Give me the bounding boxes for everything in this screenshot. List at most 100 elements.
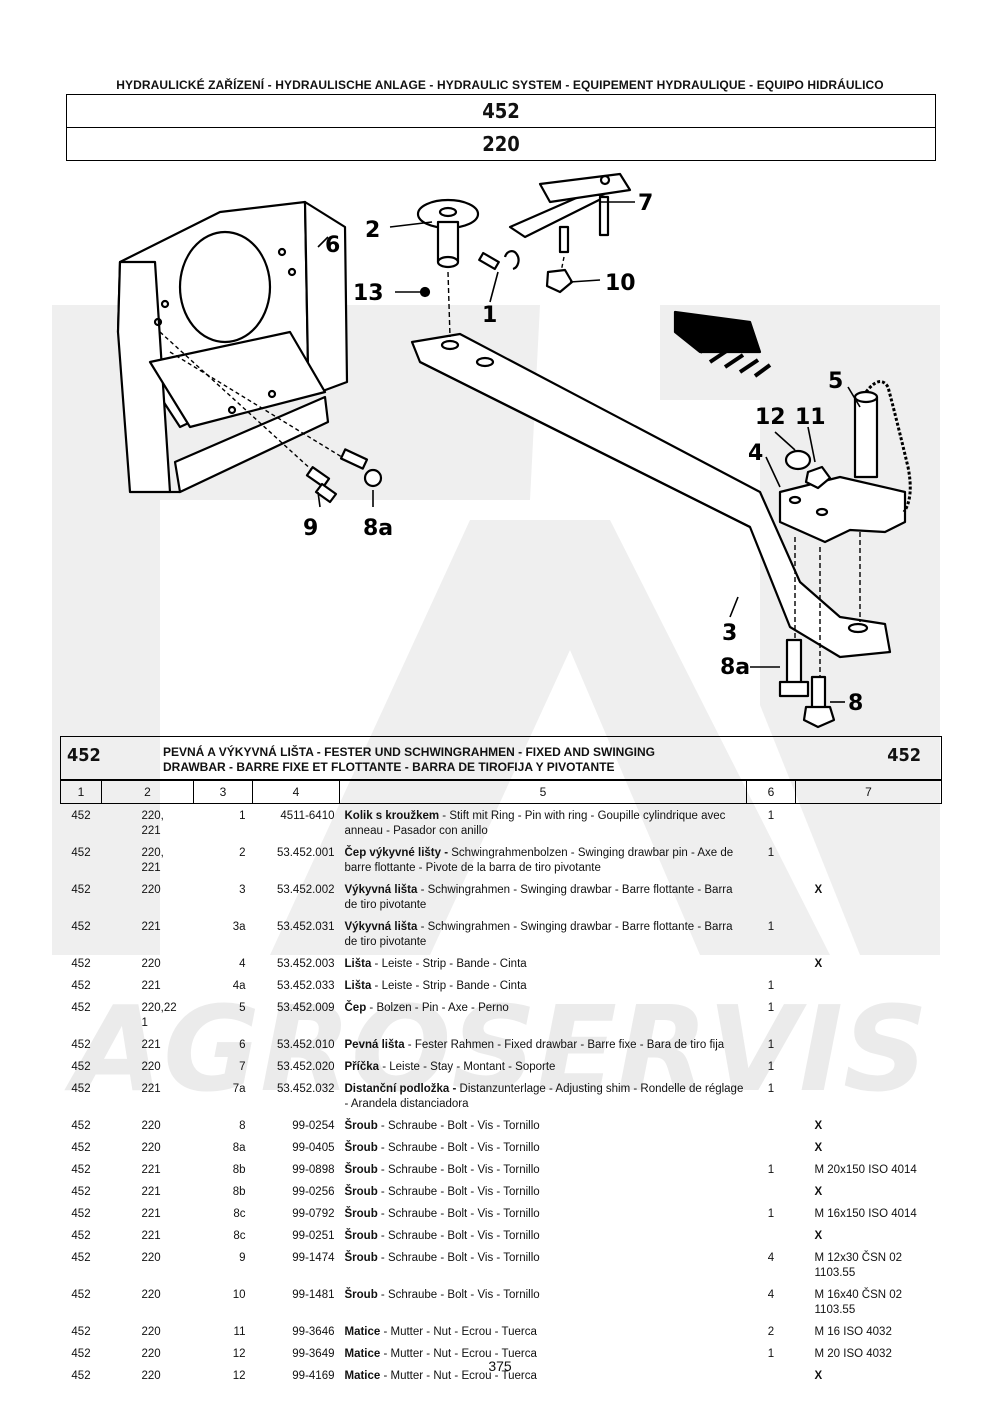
note-cell — [796, 996, 942, 1033]
part-description: - Schraube - Bolt - Vis - Tornillo — [377, 1252, 540, 1264]
section-number-right: 452 — [887, 745, 921, 766]
callout-3: 3 — [722, 621, 737, 646]
part-number-cell: 53.452.032 — [276, 1083, 335, 1095]
callout-10: 9 — [303, 516, 318, 541]
position-cell: 8a — [232, 1142, 246, 1154]
description-cell: Kolik s kroužkem - Stift mit Ring - Pin … — [340, 804, 747, 842]
part-name: Šroub — [344, 1230, 378, 1242]
fixed-frame-part — [116, 200, 349, 494]
note-cell: M 20x150 ISO 4014 — [814, 1164, 917, 1176]
description-cell: Výkyvná lišta - Schwingrahmen - Swinging… — [340, 915, 747, 952]
quantity-cell — [747, 1114, 796, 1136]
model-cell: 221 — [141, 1230, 161, 1242]
header-box: 452 220 — [66, 94, 936, 161]
description-cell: Pevná lišta - Fester Rahmen - Fixed draw… — [340, 1033, 747, 1055]
position-cell: 8c — [233, 1230, 246, 1242]
part-description: - Mutter - Nut - Ecrou - Tuerca — [380, 1326, 537, 1338]
description-cell: Šroub - Schraube - Bolt - Vis - Tornillo — [340, 1246, 747, 1283]
part-description: Distanzunterlage - Adjusting shim - Rond… — [344, 1083, 744, 1110]
callout-4: 4 — [748, 441, 763, 466]
callout-8: 8 — [848, 691, 863, 716]
group-cell: 452 — [71, 1186, 91, 1198]
part-number-cell: 99-0251 — [292, 1230, 335, 1242]
column-header: 7 — [795, 780, 942, 804]
part-name: Výkyvná lišta — [344, 884, 418, 896]
part-description: - Schraube - Bolt - Vis - Tornillo — [377, 1120, 540, 1132]
note-cell: X — [814, 1142, 823, 1154]
description-cell: Matice - Mutter - Nut - Ecrou - Tuerca — [340, 1342, 747, 1364]
quantity-cell: 1 — [767, 847, 775, 859]
group-cell: 452 — [71, 1230, 91, 1242]
pin-5-part — [853, 380, 912, 513]
group-cell: 452 — [71, 921, 91, 933]
column-header: 6 — [746, 780, 796, 804]
part-name: Šroub — [344, 1120, 378, 1132]
section-number-left: 452 — [67, 745, 101, 766]
note-cell: M 16 ISO 4032 — [814, 1326, 892, 1338]
callout-11: 10 — [605, 271, 636, 296]
model-cell: 220 — [141, 1061, 161, 1073]
description-cell: Šroub - Schraube - Bolt - Vis - Tornillo — [340, 1224, 747, 1246]
quantity-cell: 1 — [767, 921, 775, 933]
part-name: Matice — [344, 1326, 381, 1338]
quantity-cell — [747, 1180, 796, 1202]
quantity-cell: 4 — [767, 1252, 775, 1264]
group-cell: 452 — [71, 884, 91, 896]
note-cell: M 12x30 ČSN 02 1103.55 — [814, 1252, 903, 1279]
part-number-cell: 53.452.020 — [276, 1061, 335, 1073]
part-name: Čep — [344, 1002, 367, 1014]
description-cell: Matice - Mutter - Nut - Ecrou - Tuerca — [340, 1364, 747, 1386]
swinging-drawbar-part — [410, 332, 892, 659]
group-cell: 452 — [71, 1061, 91, 1073]
part-description: - Mutter - Nut - Ecrou - Tuerca — [380, 1348, 537, 1360]
part-number-cell: 53.452.033 — [276, 980, 335, 992]
position-cell: 12 — [232, 1348, 246, 1360]
model-cell: 220 — [141, 1252, 161, 1264]
description-cell: Čep - Bolzen - Pin - Axe - Perno — [340, 996, 747, 1033]
quantity-cell: 1 — [767, 1002, 775, 1014]
part-description: - Leiste - Strip - Bande - Cinta — [371, 980, 527, 992]
model-cell: 220, 221 — [141, 847, 164, 874]
description-cell: Lišta - Leiste - Strip - Bande - Cinta — [340, 952, 747, 974]
part-number-cell: 53.452.003 — [276, 958, 335, 970]
part-description: - Schraube - Bolt - Vis - Tornillo — [377, 1289, 540, 1301]
quantity-cell: 1 — [767, 1208, 775, 1220]
description-cell: Výkyvná lišta - Schwingrahmen - Swinging… — [340, 878, 747, 915]
group-number: 452 — [482, 99, 520, 123]
note-cell — [796, 1033, 942, 1055]
group-cell: 452 — [71, 1208, 91, 1220]
part-number-cell: 99-0792 — [292, 1208, 335, 1220]
note-cell: X — [814, 884, 823, 896]
group-cell: 452 — [71, 958, 91, 970]
part-name: Lišta — [344, 958, 372, 970]
position-cell: 7 — [239, 1061, 246, 1073]
part-name: Šroub — [344, 1208, 378, 1220]
part-name: Matice — [344, 1348, 381, 1360]
group-cell: 452 — [71, 1164, 91, 1176]
model-cell: 220 — [141, 1370, 161, 1382]
section-title-box: 452 PEVNÁ A VÝKYVNÁ LIŠTA - FESTER UND S… — [60, 736, 942, 780]
description-cell: Šroub - Schraube - Bolt - Vis - Tornillo — [340, 1202, 747, 1224]
note-cell: M 16x150 ISO 4014 — [814, 1208, 917, 1220]
bolt-9-part — [339, 448, 383, 488]
position-cell: 8 — [239, 1120, 246, 1132]
position-cell: 8b — [232, 1164, 246, 1176]
group-cell: 452 — [71, 1120, 91, 1132]
part-name: Kolik s kroužkem — [344, 810, 440, 822]
part-name: Šroub — [344, 1164, 378, 1176]
part-number-cell: 99-0898 — [292, 1164, 335, 1176]
position-cell: 3 — [239, 884, 246, 896]
position-cell: 9 — [239, 1252, 246, 1264]
column-header: 1 — [60, 780, 102, 804]
quantity-cell: 4 — [767, 1289, 775, 1301]
pin-2-part — [416, 198, 480, 269]
part-description: - Bolzen - Pin - Axe - Perno — [366, 1002, 509, 1014]
description-cell: Příčka - Leiste - Stay - Montant - Sopor… — [340, 1055, 747, 1077]
